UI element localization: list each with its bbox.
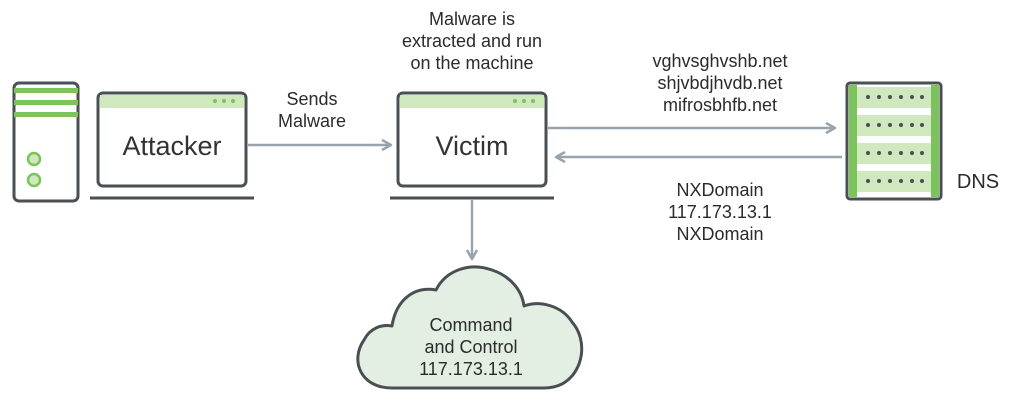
attacker-laptop-icon [90, 91, 254, 200]
dns-label: DNS [956, 171, 1000, 193]
c2-label: Command and Control 117.173.13.1 [396, 314, 546, 380]
c2-label-line: Command [429, 315, 513, 335]
send-malware-label: Sends Malware [262, 88, 362, 132]
malware-note-line: extracted and run [401, 31, 543, 51]
attacker-label: Attacker [122, 131, 222, 161]
malware-note-line: Malware is [428, 9, 516, 29]
c2-cloud-icon [356, 265, 584, 390]
dns-server-icon [845, 81, 943, 201]
c2-label-line: and Control [424, 337, 518, 357]
server-tower-icon [12, 81, 80, 203]
dns-query-item: shjvbdjhvdb.net [657, 73, 783, 93]
dns-response-item: NXDomain [676, 180, 764, 200]
malware-note: Malware is extracted and run on the mach… [390, 8, 554, 74]
malware-note-line: on the machine [410, 53, 534, 73]
dns-response-item: 117.173.13.1 [668, 202, 772, 222]
dns-responses-list: NXDomain 117.173.13.1 NXDomain [640, 179, 800, 245]
victim-label: Victim [435, 131, 509, 161]
dns-response-item: NXDomain [676, 224, 764, 244]
send-label-line: Malware [277, 111, 347, 131]
c2-label-line: 117.173.13.1 [419, 359, 523, 379]
dns-queries-list: vghvsghvshb.net shjvbdjhvdb.net mifrosbh… [630, 50, 810, 116]
send-label-line: Sends [286, 89, 338, 109]
dns-query-item: mifrosbhfb.net [662, 95, 778, 115]
dns-query-item: vghvsghvshb.net [652, 51, 788, 71]
victim-laptop-icon [390, 91, 554, 200]
